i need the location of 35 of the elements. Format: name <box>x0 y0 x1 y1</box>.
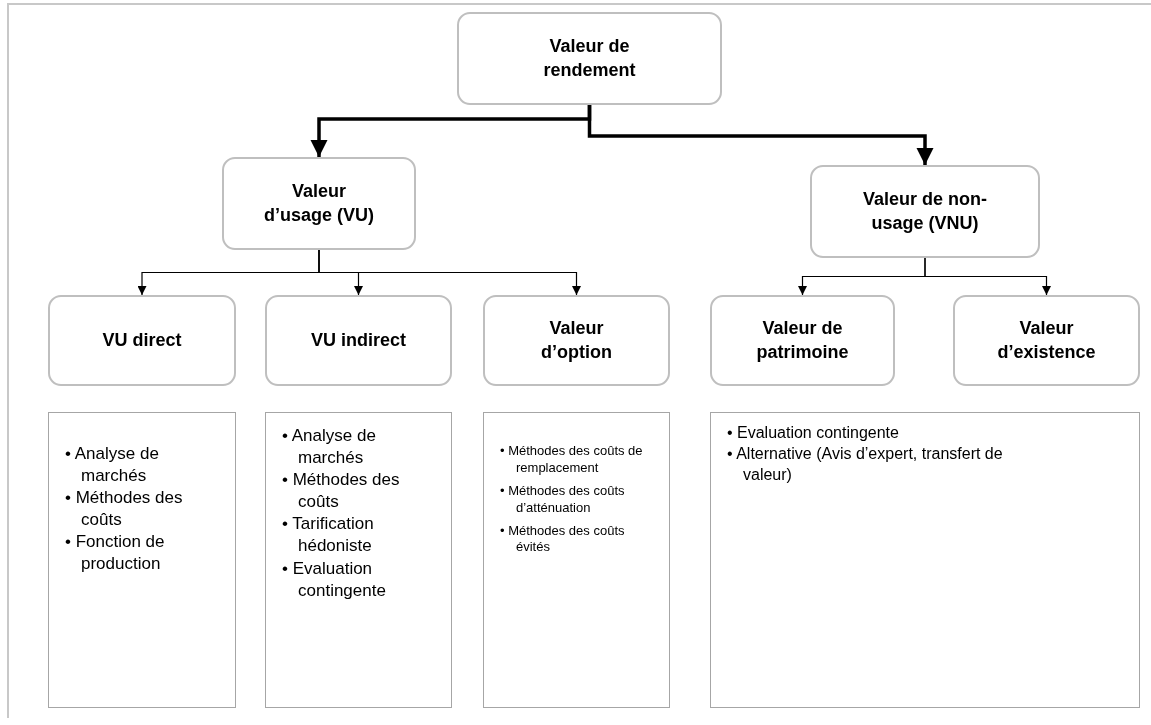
category-box <box>710 295 895 386</box>
bullet-item: • Méthodes des coûts <box>282 469 401 514</box>
category-box <box>265 295 452 386</box>
bullet-item: • Méthodes des coûts d’atténuation <box>500 482 626 517</box>
connector-arrow <box>924 257 1051 296</box>
category-box <box>953 295 1140 386</box>
category-title: Valeur d’usage (VU) <box>263 180 375 227</box>
method-list-panel <box>483 412 670 708</box>
category-title: Valeur d’existence <box>996 317 1097 364</box>
method-list-panel <box>265 412 452 708</box>
category-title: Valeur de non-usage (VNU) <box>862 188 988 235</box>
bullet-item: • Alternative (Avis d’expert, transfert de valeur) <box>727 443 1004 485</box>
bullet-item: • Evaluation contingente <box>727 423 900 443</box>
method-list-panel <box>710 412 1140 708</box>
category-title: Valeur d’option <box>540 317 613 364</box>
bullet-item: • Fonction de production <box>65 531 166 576</box>
bullet-item: • Méthodes des coûts <box>65 487 184 532</box>
category-title: Valeur de rendement <box>542 35 637 82</box>
bullet-item: • Méthodes des coûts de remplacement <box>500 443 644 477</box>
bullet-item: • Tarification hédoniste <box>282 513 375 558</box>
category-box <box>810 165 1040 258</box>
category-title: VU indirect <box>310 328 407 352</box>
category-box <box>483 295 670 386</box>
bullet-item: • Analyse de marchés <box>65 443 160 488</box>
category-box <box>48 295 236 386</box>
connector-arrow <box>587 105 934 165</box>
bullet-item: • Evaluation contingente <box>282 557 387 602</box>
connector-arrow <box>318 249 581 296</box>
category-title: Valeur de patrimoine <box>755 317 850 364</box>
category-title: VU direct <box>101 328 183 352</box>
bullet-item: • Analyse de marchés <box>282 425 377 470</box>
bullet-item: • Méthodes des coûts évités <box>500 522 626 557</box>
method-list-panel <box>48 412 236 708</box>
category-box <box>457 12 722 105</box>
category-box <box>222 157 416 250</box>
